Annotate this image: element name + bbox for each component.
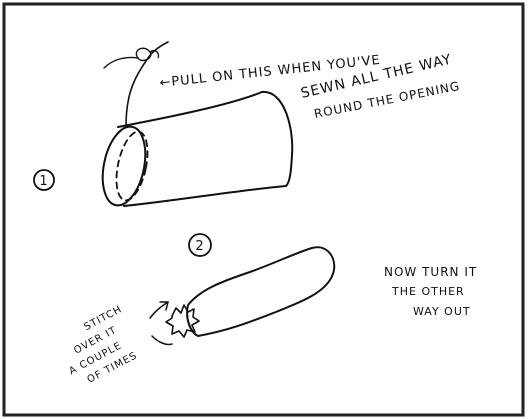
draw-string-loop xyxy=(135,47,160,62)
instruction-line-1: NOW TURN IT xyxy=(384,265,477,279)
step-1-annotation: ←PULL ON THIS WHEN YOU'VE SEWN ALL THE W… xyxy=(159,52,461,121)
tube-end xyxy=(261,90,294,187)
stitch-line xyxy=(115,130,149,202)
stitch-note: STITCH OVER IT A COUPLE OF TIMES xyxy=(67,304,139,386)
tube-opening xyxy=(101,125,147,207)
instruction-line-2: THE OTHER xyxy=(391,285,465,298)
stitch-note-line-1: STITCH xyxy=(82,304,124,333)
step-2-instruction: NOW TURN IT THE OTHER WAY OUT xyxy=(384,265,477,318)
tube-top-edge xyxy=(117,91,263,128)
stitch-knot xyxy=(165,304,200,338)
draw-string-tail xyxy=(103,56,139,69)
fabric-tube xyxy=(101,90,294,207)
step-1-number: 1 xyxy=(39,174,48,189)
knot-arrow-lower xyxy=(151,335,173,346)
step-2: 2 STITCH OVER IT A COUPLE OF TIMES NOW T… xyxy=(67,233,477,386)
knot-arrow xyxy=(149,301,169,319)
step-1: 1 ←PULL ON THIS WHEN YOU'VE xyxy=(33,41,461,207)
turned-tube xyxy=(186,246,336,337)
step-2-number: 2 xyxy=(195,239,204,254)
step-2-number-circle xyxy=(188,233,212,257)
instruction-line-3: WAY OUT xyxy=(413,305,471,318)
draw-string xyxy=(125,41,169,128)
tube-bottom-edge xyxy=(123,185,287,207)
step-1-number-circle xyxy=(33,169,55,191)
